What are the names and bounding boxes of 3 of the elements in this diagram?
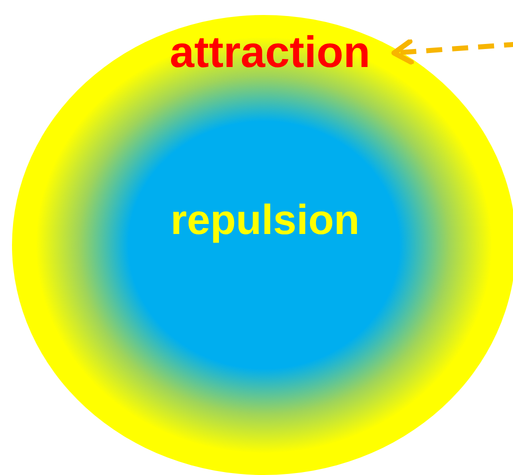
region-label: repulsion (140, 195, 390, 245)
region-label: attraction (150, 28, 390, 78)
dashed-arrow (391, 38, 513, 65)
